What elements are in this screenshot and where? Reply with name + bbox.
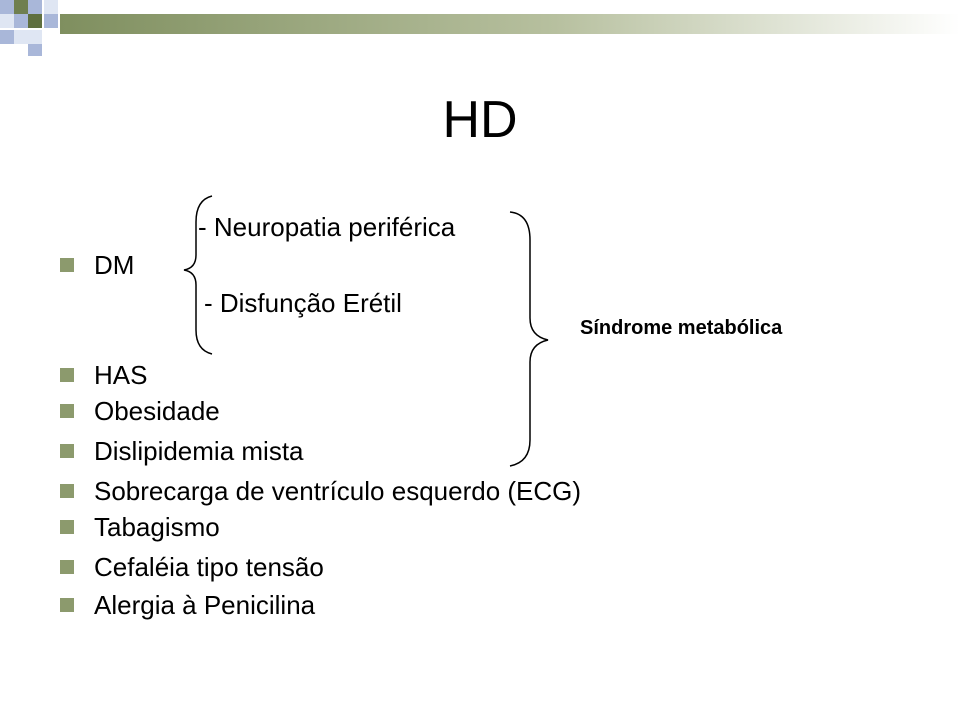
- header-decoration: [0, 0, 960, 56]
- list-item: Cefaléia tipo tensão: [60, 552, 324, 582]
- header-square: [14, 14, 28, 28]
- dm-subitem-neuropathy: - Neuropatia periférica: [198, 212, 456, 242]
- list-item-label: Dislipidemia mista: [94, 436, 304, 466]
- bullet-square-icon: [60, 258, 74, 273]
- header-gradient-bar: [60, 14, 960, 34]
- list-item: Obesidade: [60, 396, 220, 426]
- bullet-square-icon: [60, 484, 74, 499]
- list-item: Tabagismo: [60, 512, 220, 542]
- list-item: Sobrecarga de ventrículo esquerdo (ECG): [60, 476, 581, 506]
- list-item-label: Alergia à Penicilina: [94, 590, 316, 620]
- header-square: [0, 30, 14, 44]
- metabolic-syndrome-annotation: Síndrome metabólica: [580, 317, 783, 339]
- header-square: [28, 30, 42, 44]
- slide-title: HD: [442, 91, 518, 149]
- header-square: [14, 30, 28, 44]
- list-item: HAS: [60, 360, 147, 390]
- bullet-square-icon: [60, 368, 74, 383]
- header-square: [0, 14, 14, 28]
- header-square: [28, 14, 42, 28]
- header-square: [28, 44, 42, 56]
- bullet-square-icon: [60, 404, 74, 419]
- list-item-label: HAS: [94, 360, 148, 390]
- list-item-label: DM: [94, 250, 135, 280]
- list-item-label: Obesidade: [94, 396, 220, 426]
- header-square: [44, 14, 58, 28]
- bullet-square-icon: [60, 598, 74, 613]
- header-square: [14, 0, 28, 14]
- bullet-square-icon: [60, 560, 74, 575]
- header-square: [44, 0, 58, 14]
- list-item: Dislipidemia mista: [60, 436, 304, 466]
- header-square: [28, 0, 42, 14]
- list-item: Alergia à Penicilina: [60, 590, 315, 620]
- dm-subitem-erectile-dysfunction: - Disfunção Erétil: [204, 288, 402, 318]
- list-item-label: Sobrecarga de ventrículo esquerdo (ECG): [94, 476, 582, 506]
- list-item-label: Cefaléia tipo tensão: [94, 552, 324, 582]
- header-square: [0, 0, 14, 14]
- bullet-square-icon: [60, 444, 74, 459]
- bullet-square-icon: [60, 520, 74, 535]
- list-item: DM: [60, 250, 134, 280]
- bullet-list: - Neuropatia periférica - Disfunção Erét…: [60, 0, 920, 720]
- list-item-label: Tabagismo: [94, 512, 220, 542]
